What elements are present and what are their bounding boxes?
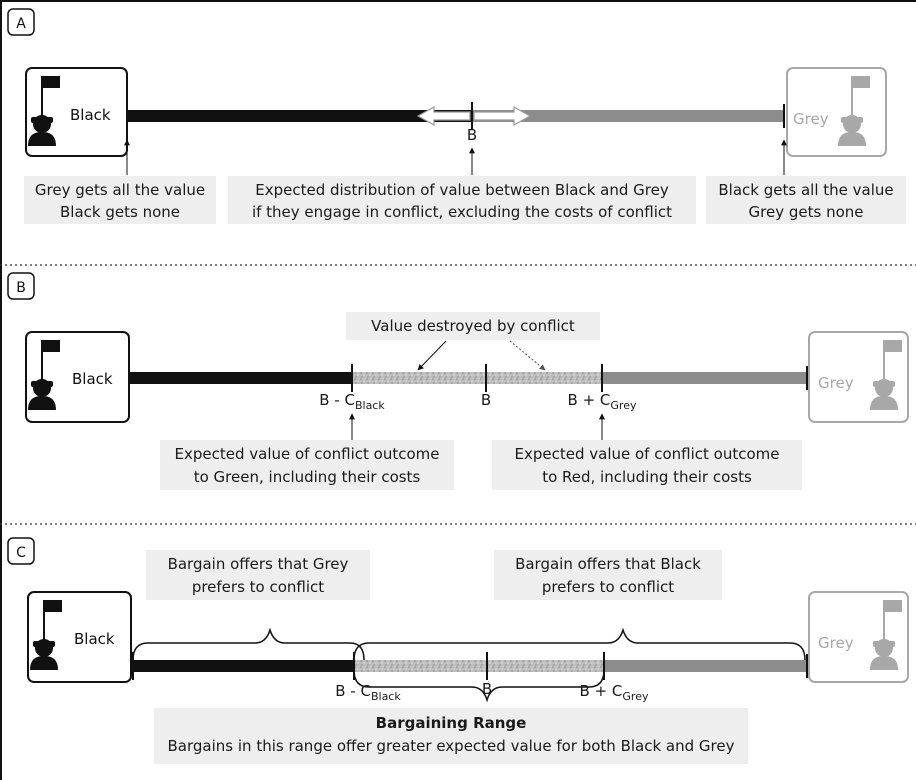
note-left-line1: Grey gets all the value [35, 181, 205, 199]
destroyed-label: Value destroyed by conflict [371, 317, 575, 335]
panel-c-tick-labels: B - CBlack B B + CGrey [335, 680, 649, 703]
note-left-bg [24, 176, 216, 224]
panel-c: C Bargain offers that Grey prefers to co… [7, 537, 909, 764]
b-mark-label: B [467, 126, 477, 144]
black-value-bar [129, 372, 352, 384]
bargaining-range-desc: Bargains in this range offer greater exp… [168, 737, 735, 755]
panel-c-letter-box [7, 537, 35, 565]
note-red-line2: to Red, including their costs [542, 468, 752, 486]
note-mid-line2: if they engage in conflict, excluding th… [252, 203, 672, 221]
black-party-name: Black [74, 630, 115, 648]
brace-black-prefers [353, 627, 806, 661]
note-green-line1: Expected value of conflict outcome [175, 445, 440, 463]
grey-party-name: Grey [793, 110, 829, 128]
note-red-bg [492, 440, 802, 490]
note-red-line1: Expected value of conflict outcome [515, 445, 780, 463]
tick-label-b-plus-c-grey: B + CGrey [568, 391, 637, 412]
panel-b-letter: B [16, 280, 26, 296]
panel-a: A Black Grey B Grey gets all the value B… [7, 8, 906, 224]
note-right-line1: Black gets all the value [718, 181, 893, 199]
panel-b-letter-box [7, 272, 35, 300]
top-left-note-line1: Bargain offers that Grey [168, 555, 349, 573]
black-value-bar [131, 660, 354, 672]
grey-value-bar [602, 372, 807, 384]
note-right-line2: Grey gets none [749, 203, 864, 221]
top-right-note-line2: prefers to conflict [542, 578, 674, 596]
black-party-name: Black [72, 370, 113, 388]
black-value-bar [127, 110, 472, 122]
panel-a-letter: A [16, 16, 26, 32]
destroyed-arrow-left [417, 340, 447, 371]
destroyed-label-bg [346, 312, 600, 340]
note-mid-bg [228, 176, 696, 224]
grey-value-bar [604, 660, 807, 672]
note-right-bg [706, 176, 906, 224]
top-right-note-bg [494, 550, 722, 600]
note-left-line2: Black gets none [60, 203, 180, 221]
top-right-note-line1: Bargain offers that Black [515, 555, 701, 573]
destroyed-value-bar [354, 660, 604, 672]
black-party-name: Black [70, 106, 111, 124]
tick-label-b: B [481, 391, 491, 409]
note-mid-line1: Expected distribution of value between B… [255, 181, 669, 199]
note-green-bg [160, 440, 454, 490]
tick-label-b-minus-c-black: B - CBlack [335, 682, 401, 703]
top-left-note-line2: prefers to conflict [192, 578, 324, 596]
top-left-note-bg [146, 550, 370, 600]
destroyed-arrow-right [509, 340, 546, 371]
grey-party-name: Grey [818, 634, 854, 652]
grey-value-bar [472, 110, 784, 122]
bargaining-range-note-bg [154, 708, 748, 764]
grey-party-name: Grey [818, 374, 854, 392]
panel-b: B Black Grey Value destroyed by conflict… [7, 272, 909, 490]
grey-party-box [786, 67, 887, 157]
brace-grey-prefers [132, 627, 365, 661]
tick-label-b-minus-c-black: B - CBlack [319, 391, 385, 412]
brace-bargaining-range [353, 669, 605, 703]
shift-double-arrow [416, 105, 532, 127]
tick-label-b-plus-c-grey: B + CGrey [580, 682, 649, 703]
panel-c-letter: C [16, 545, 26, 561]
destroyed-value-bar [352, 372, 602, 384]
panel-a-letter-box [7, 8, 35, 36]
note-green-line2: to Green, including their costs [194, 468, 421, 486]
tick-label-b: B [482, 680, 492, 698]
bargaining-range-title: Bargaining Range [376, 714, 527, 732]
